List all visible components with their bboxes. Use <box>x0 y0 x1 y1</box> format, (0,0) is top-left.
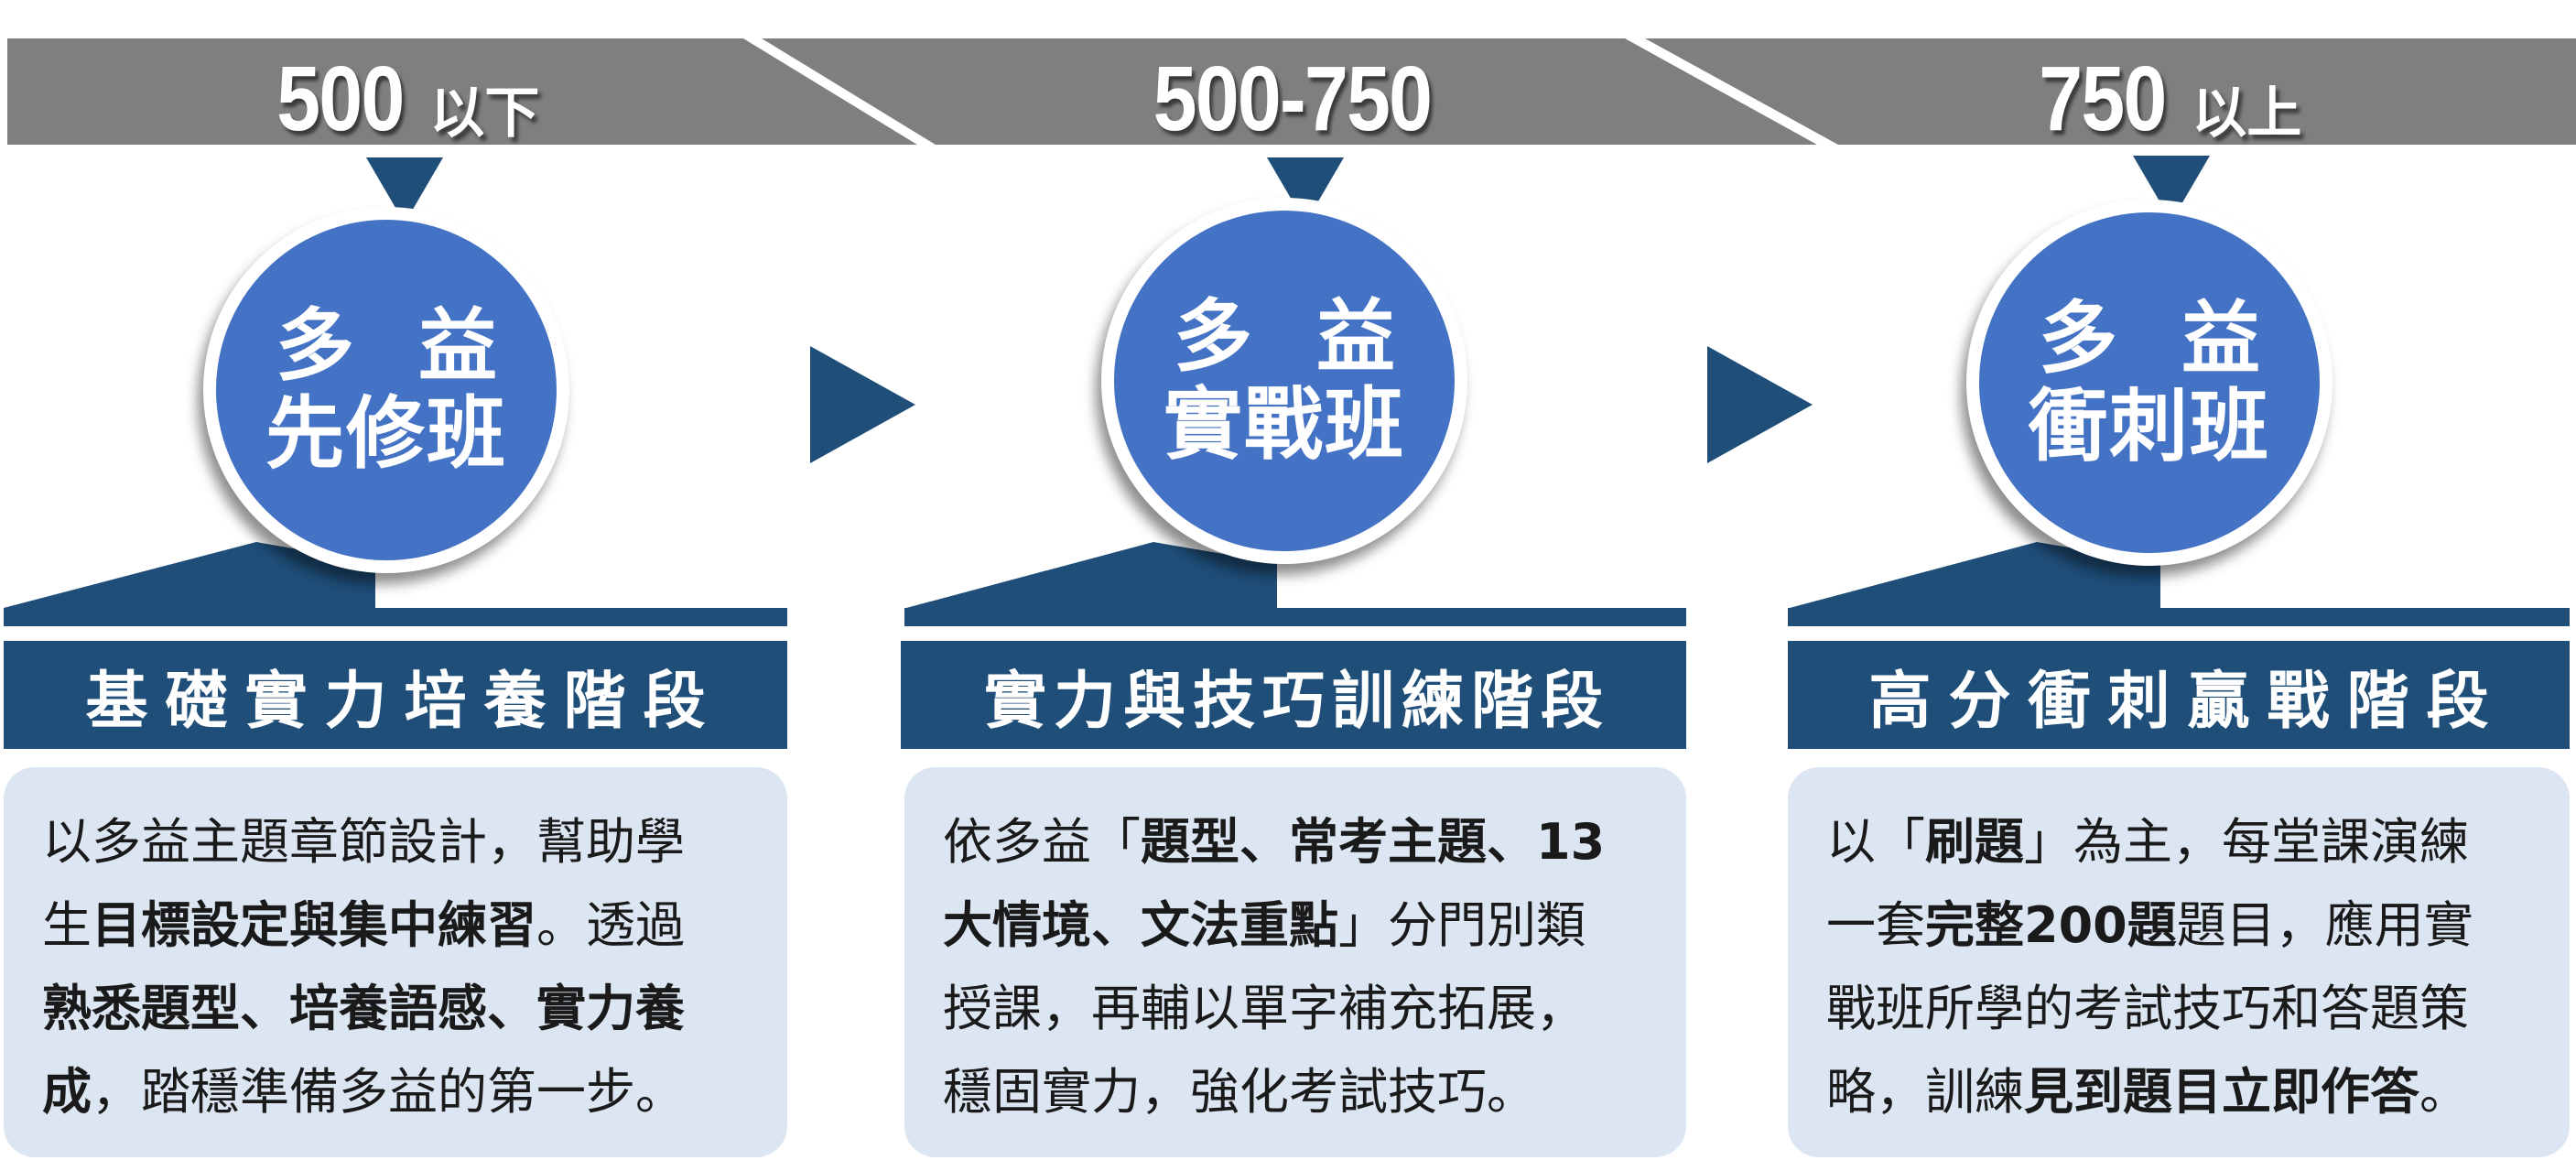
description-line: 依多益「題型、常考主題、13 <box>943 800 1650 884</box>
description-bold-text: 目標設定與集中練習 <box>92 896 536 954</box>
circle-wedges <box>4 542 2160 612</box>
description-bold-text: 大情境、文法重點 <box>943 896 1338 954</box>
description-line: 一套完整200題題目，應用實 <box>1826 884 2533 967</box>
score-suffix-1: 以下 <box>429 81 540 146</box>
stage-title-3: 高分衝刺贏戰階段 <box>1788 641 2570 749</box>
description-bold-text: 題型、常考主題、13 <box>1141 813 1606 871</box>
description-text-run: 穩固實力，強化考試技巧。 <box>943 1063 1536 1121</box>
description-line: 略，訓練見到題目立即作答。 <box>1826 1050 2533 1133</box>
score-value-3: 750 <box>2038 48 2167 150</box>
description-text-run: 以多益主題章節設計，幫助學 <box>42 813 685 871</box>
score-banner <box>7 38 2576 145</box>
score-value-1: 500 <box>276 48 405 150</box>
description-text-run: 。透過 <box>536 896 685 954</box>
description-text-run: 略，訓練 <box>1826 1063 2024 1121</box>
banner-segment-3 <box>1645 38 2576 145</box>
stage-title-2: 實力與技巧訓練階段 <box>901 641 1686 749</box>
description-text-run: 」為主，每堂課演練 <box>2024 813 2469 871</box>
description-line: 熟悉題型、培養語感、實力養 <box>42 967 751 1050</box>
course-circle-2: 多益 實戰班 <box>1101 198 1467 564</box>
score-value-2: 500-750 <box>1153 48 1432 150</box>
course-circle-1: 多益 先修班 <box>203 207 569 573</box>
circle-subtitle-3: 衝刺班 <box>2029 381 2270 472</box>
description-text-run: 」分門別類 <box>1338 896 1586 954</box>
description-line: 以「刷題」為主，每堂課演練 <box>1826 800 2533 884</box>
description-text-run: 以「 <box>1826 813 1925 871</box>
description-bold-text: 成 <box>42 1063 92 1121</box>
score-range-1: 500 以下 <box>183 35 622 145</box>
progress-arrow-2 <box>1707 346 1813 463</box>
divider-bar-1 <box>4 608 787 626</box>
description-text-3: 以「刷題」為主，每堂課演練一套完整200題題目，應用實戰班所學的考試技巧和答題策… <box>1826 800 2533 1133</box>
wedge-1 <box>4 542 375 612</box>
circle-title-1: 多益 <box>276 299 561 392</box>
score-range-2: 500-750 <box>1080 35 1520 145</box>
description-text-run: 戰班所學的考試技巧和答題策 <box>1826 980 2469 1037</box>
description-bold-text: 熟悉題型、培養語感、實力養 <box>42 980 685 1037</box>
progress-arrow-1 <box>810 346 915 463</box>
description-line: 戰班所學的考試技巧和答題策 <box>1826 967 2533 1050</box>
description-bold-text: 見到題目立即作答 <box>2024 1063 2419 1121</box>
banner-segment-2 <box>762 38 1817 145</box>
score-suffix-3: 以上 <box>2192 81 2302 146</box>
description-line: 穩固實力，強化考試技巧。 <box>943 1050 1650 1133</box>
description-text-run: ，踏穩準備多益的第一步。 <box>92 1063 685 1121</box>
circle-subtitle-1: 先修班 <box>265 388 507 480</box>
circle-title-3: 多益 <box>2039 292 2324 385</box>
description-text-run: 依多益「 <box>943 813 1141 871</box>
description-text-run: 題目，應用實 <box>2176 896 2473 954</box>
description-line: 以多益主題章節設計，幫助學 <box>42 800 751 884</box>
description-text-run: 。 <box>2419 1063 2469 1121</box>
circle-subtitle-2: 實戰班 <box>1164 379 1405 471</box>
description-box-3: 以「刷題」為主，每堂課演練一套完整200題題目，應用實戰班所學的考試技巧和答題策… <box>1788 767 2570 1157</box>
stage-title-1: 基礎實力培養階段 <box>4 641 787 749</box>
description-line: 大情境、文法重點」分門別類 <box>943 884 1650 967</box>
description-bold-text: 完整200題 <box>1925 896 2177 954</box>
course-circle-3: 多益 衝刺班 <box>1966 200 2332 566</box>
description-text-run: 生 <box>42 896 92 954</box>
description-text-run: 一套 <box>1826 896 1925 954</box>
score-range-3: 750 以上 <box>1945 35 2385 145</box>
divider-bar-2 <box>904 608 1686 626</box>
description-line: 授課，再輔以單字補充拓展， <box>943 967 1650 1050</box>
wedge-3 <box>1790 542 2160 612</box>
description-text-1: 以多益主題章節設計，幫助學生目標設定與集中練習。透過熟悉題型、培養語感、實力養成… <box>42 800 751 1133</box>
wedge-2 <box>906 542 1277 612</box>
description-line: 成，踏穩準備多益的第一步。 <box>42 1050 751 1133</box>
divider-bar-3 <box>1788 608 2570 626</box>
description-line: 生目標設定與集中練習。透過 <box>42 884 751 967</box>
description-box-1: 以多益主題章節設計，幫助學生目標設定與集中練習。透過熟悉題型、培養語感、實力養成… <box>4 767 787 1157</box>
banner-segment-1 <box>7 38 917 145</box>
description-bold-text: 刷題 <box>1925 813 2024 871</box>
description-text-run: 授課，再輔以單字補充拓展， <box>943 980 1586 1037</box>
circle-title-2: 多益 <box>1174 290 1459 383</box>
